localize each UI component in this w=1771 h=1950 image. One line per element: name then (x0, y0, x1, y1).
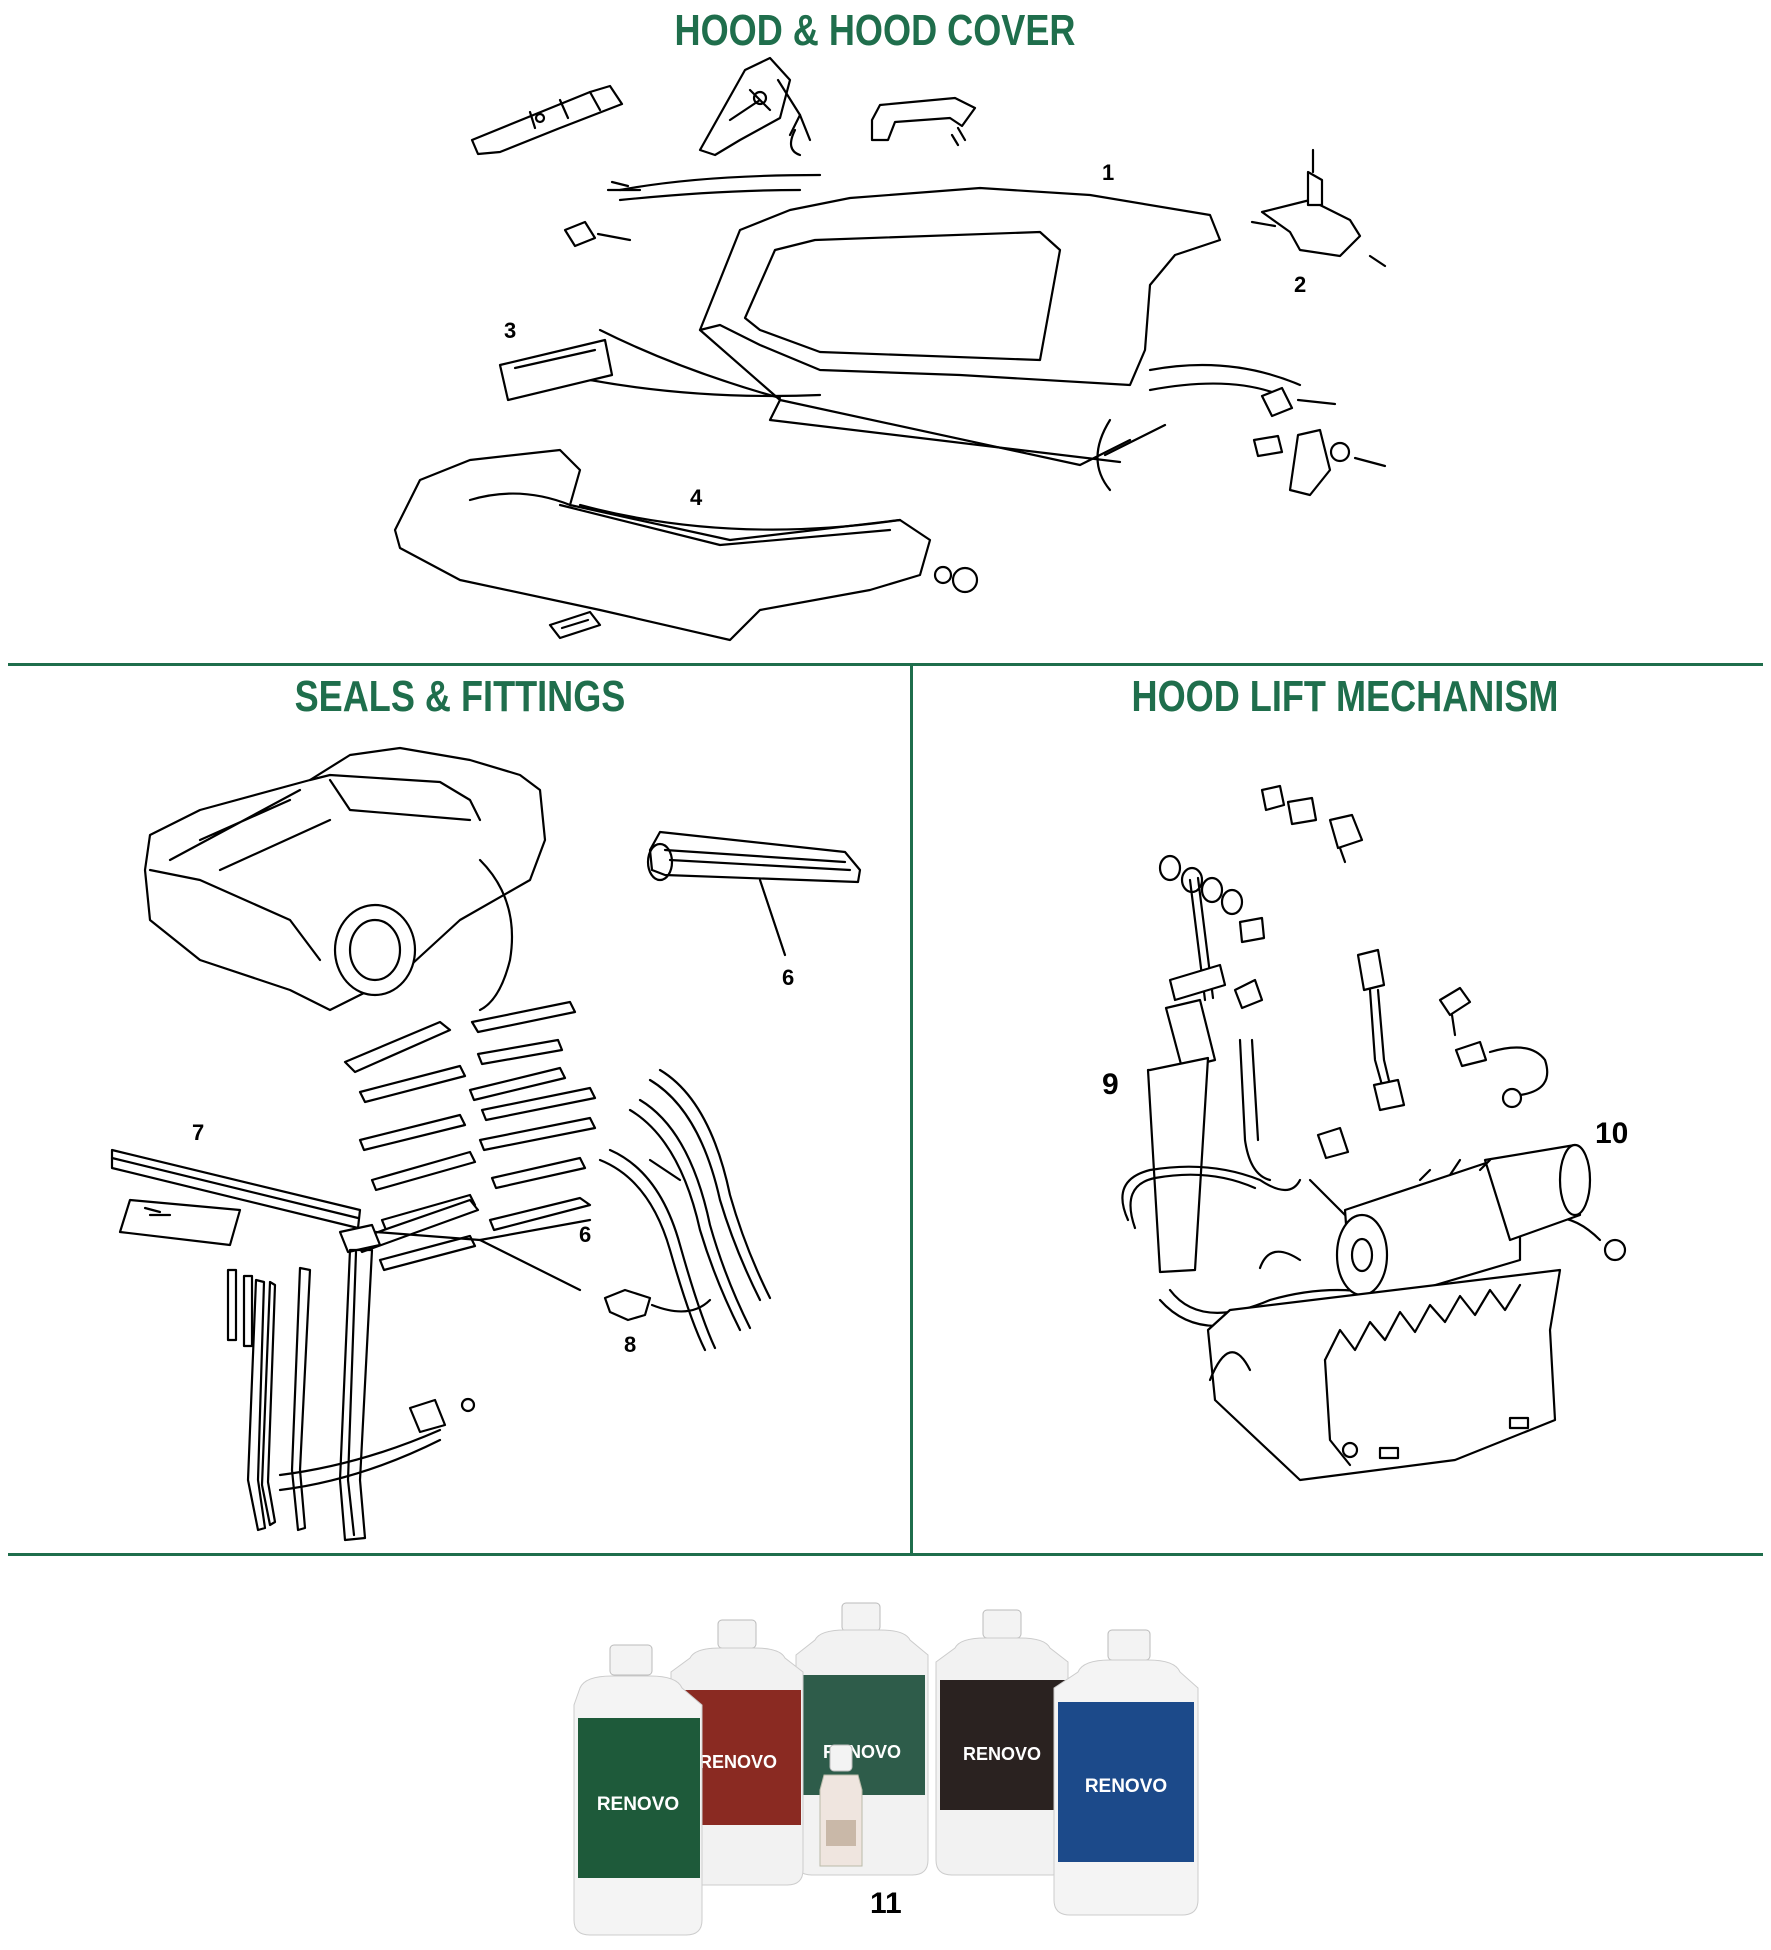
hood-fasteners-right (1103, 386, 1387, 497)
seal-vertical (226, 1248, 374, 1542)
bottle-soft-top-reviver: RENOVO (935, 1609, 1069, 1876)
bottle-soft-top-cleaner: RENOVO (573, 1644, 703, 1936)
hood-bracket-2 (1250, 148, 1387, 268)
clip-8 (603, 1288, 712, 1322)
callout-6-bottom: 6 (579, 1222, 592, 1247)
seal-7 (110, 1148, 362, 1247)
hood-knob (933, 565, 979, 594)
section-title-seals: SEALS & FITTINGS (294, 672, 626, 721)
callout-1: 1 (1102, 160, 1115, 185)
callout-3: 3 (504, 318, 517, 343)
bottle-brand-5: RENOVO (1085, 1776, 1167, 1797)
seal-6-top (646, 830, 862, 957)
divider-bottom (8, 1553, 1763, 1556)
lift-fasteners-top (1158, 784, 1364, 944)
hood-cover-4 (393, 448, 932, 642)
seals-diagram (110, 746, 862, 1542)
lift-connectors (1316, 948, 1549, 1160)
hood-straps (588, 173, 1302, 492)
bottle-brand-2: RENOVO (699, 1752, 777, 1772)
bottle-ultra-proofer-blue: RENOVO (1053, 1629, 1199, 1916)
seal-curved (348, 1068, 772, 1352)
section-title-lift: HOOD LIFT MECHANISM (1131, 672, 1559, 721)
callout-9: 9 (1102, 1068, 1119, 1101)
soft-top-part (698, 186, 1222, 467)
callout-11: 11 (870, 1887, 902, 1920)
lift-diagram (1121, 784, 1627, 1482)
hood-diagram (393, 56, 1387, 642)
bottle-ultra-proofer-red: RENOVO (670, 1619, 804, 1886)
lift-ram-9 (1146, 876, 1264, 1274)
car-outline (143, 746, 547, 1012)
seal-clip-bottom (278, 1397, 476, 1492)
bottle-sample (819, 1744, 863, 1867)
bottle-brand-4: RENOVO (963, 1744, 1041, 1764)
callout-4: 4 (690, 485, 703, 510)
hood-plate-3 (498, 338, 614, 402)
callout-10: 10 (1595, 1117, 1629, 1150)
callout-8: 8 (624, 1332, 637, 1357)
divider-top (8, 663, 1763, 666)
divider-vertical (910, 663, 913, 1556)
bottle-brand-1: RENOVO (597, 1794, 679, 1815)
lift-bracket (1206, 1268, 1562, 1482)
hood-badge (548, 610, 602, 640)
hood-handle-part (870, 96, 977, 147)
hood-bolts-left (563, 180, 642, 248)
section-title-hood: HOOD & HOOD COVER (674, 6, 1076, 55)
callout-2: 2 (1294, 272, 1307, 297)
hood-bracket-part (470, 84, 624, 156)
seal-corner (338, 1223, 382, 1254)
seal-strips (343, 1000, 597, 1272)
lift-pump-10 (1335, 1143, 1627, 1304)
callout-6-top: 6 (782, 965, 795, 990)
hood-hinge-part (698, 56, 812, 157)
callout-7: 7 (192, 1120, 205, 1145)
